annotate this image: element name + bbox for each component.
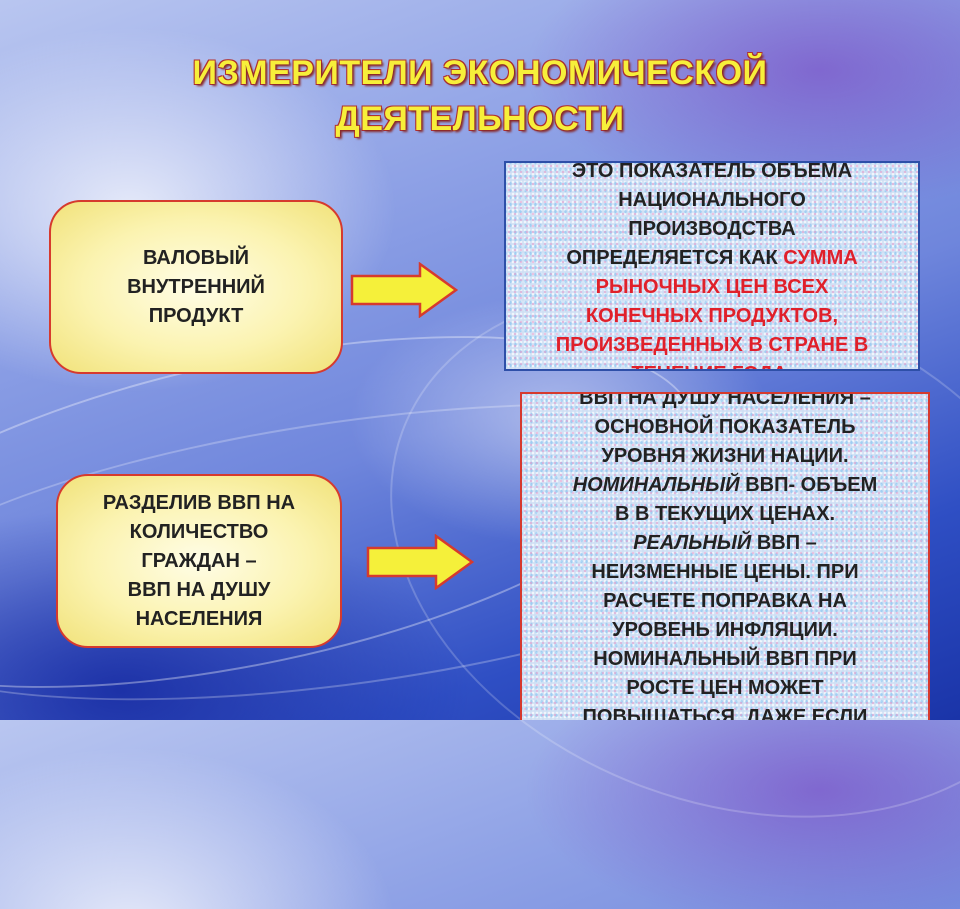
definition-highlight: СУММА <box>783 247 858 269</box>
explanation-line: ПОВЫШАТЬСЯ, ДАЖЕ ЕСЛИ <box>582 706 868 720</box>
definition-text: ОПРЕДЕЛЯЕТСЯ КАК <box>566 247 784 269</box>
title-line: ДЕЯТЕЛЬНОСТИ <box>335 100 625 138</box>
per-capita-line: РАЗДЕЛИВ ВВП НА <box>102 491 296 514</box>
slide-title: ИЗМЕРИТЕЛИ ЭКОНОМИЧЕСКОЙ ДЕЯТЕЛЬНОСТИ <box>0 50 960 142</box>
per-capita-line: ГРАЖДАН – <box>141 549 257 572</box>
right-arrow-icon <box>366 534 474 590</box>
explanation-line: РАСЧЕТЕ ПОПРАВКА НА <box>603 590 847 612</box>
explanation-line: НОМИНАЛЬНЫЙ ВВП ПРИ <box>593 648 857 670</box>
real-gdp-term: РЕАЛЬНЫЙ <box>633 532 752 554</box>
gdp-box: ВАЛОВЫЙ ВНУТРЕННИЙ ПРОДУКТ <box>49 200 343 374</box>
explanation-text: ВВП- ОБЪЕМ <box>739 474 878 496</box>
definition-highlight: РЫНОЧНЫХ ЦЕН ВСЕХ <box>595 276 829 298</box>
per-capita-line: НАСЕЛЕНИЯ <box>135 607 263 630</box>
per-capita-box: РАЗДЕЛИВ ВВП НА КОЛИЧЕСТВО ГРАЖДАН – ВВП… <box>56 474 342 648</box>
definition-highlight: ТЕЧЕНИЕ ГОДА. <box>506 360 918 369</box>
explanation-line: РЕАЛЬНЫЙ ВВП – <box>522 529 928 558</box>
gdp-definition-box: ЭТО ПОКАЗАТЕЛЬ ОБЪЕМА НАЦИОНАЛЬНОГО ПРОИ… <box>504 161 920 371</box>
per-capita-line: ВВП НА ДУШУ <box>127 578 271 601</box>
explanation-text: ВВП – <box>751 532 817 554</box>
title-line: ИЗМЕРИТЕЛИ ЭКОНОМИЧЕСКОЙ <box>192 54 768 92</box>
per-capita-line: КОЛИЧЕСТВО <box>129 520 269 543</box>
gdp-per-capita-explanation-box: ВВП НА ДУШУ НАСЕЛЕНИЯ – ОСНОВНОЙ ПОКАЗАТ… <box>520 392 930 720</box>
explanation-line: УРОВНЯ ЖИЗНИ НАЦИИ. <box>601 445 849 467</box>
explanation-line: РОСТЕ ЦЕН МОЖЕТ <box>626 677 824 699</box>
explanation-line: НОМИНАЛЬНЫЙ ВВП- ОБЪЕМ <box>522 471 928 500</box>
definition-line: ОПРЕДЕЛЯЕТСЯ КАК СУММА <box>506 244 918 273</box>
gdp-line: ПРОДУКТ <box>148 304 244 327</box>
explanation-line: ВВП НА ДУШУ НАСЕЛЕНИЯ – <box>579 392 871 409</box>
definition-highlight: ПРОИЗВЕДЕННЫХ В СТРАНЕ В <box>555 334 869 356</box>
explanation-line: НЕИЗМЕННЫЕ ЦЕНЫ. ПРИ <box>591 561 859 583</box>
explanation-line: ОСНОВНОЙ ПОКАЗАТЕЛЬ <box>594 416 856 438</box>
gdp-line: ВНУТРЕННИЙ <box>127 275 265 298</box>
definition-line: НАЦИОНАЛЬНОГО <box>618 189 806 211</box>
definition-line: ЭТО ПОКАЗАТЕЛЬ ОБЪЕМА <box>571 161 853 182</box>
gdp-line: ВАЛОВЫЙ <box>142 246 250 269</box>
right-arrow-icon <box>350 262 458 318</box>
explanation-line: УРОВЕНЬ ИНФЛЯЦИИ. <box>612 619 838 641</box>
definition-line: ПРОИЗВОДСТВА <box>628 218 796 240</box>
explanation-line: В В ТЕКУЩИХ ЦЕНАХ. <box>614 503 836 525</box>
nominal-gdp-term: НОМИНАЛЬНЫЙ <box>572 474 740 496</box>
definition-highlight: КОНЕЧНЫХ ПРОДУКТОВ, <box>585 305 839 327</box>
